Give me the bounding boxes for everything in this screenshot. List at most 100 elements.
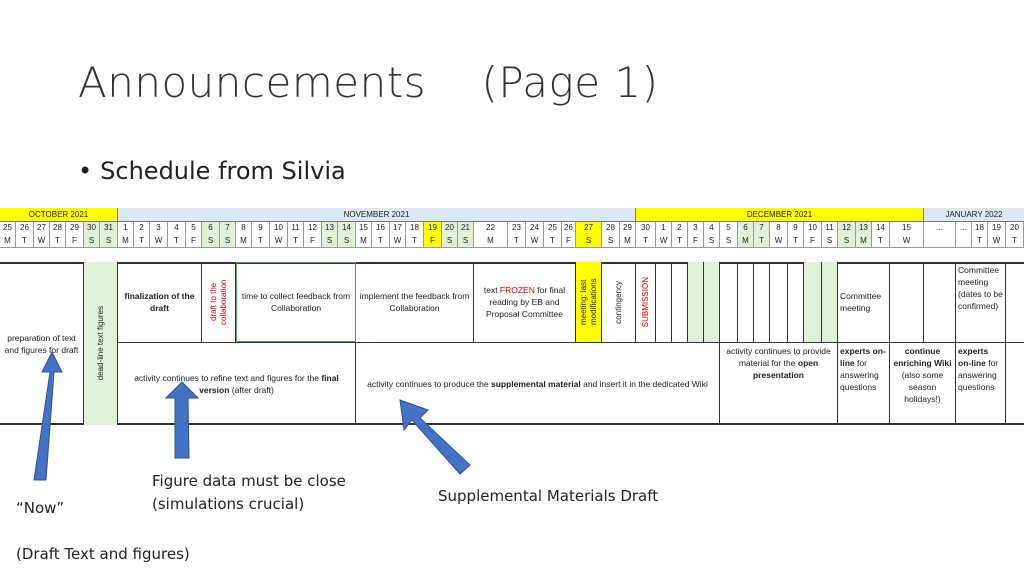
day-cell: W (270, 235, 288, 248)
task-submission: SUBMISSION (636, 262, 656, 342)
date-cell: 1 (656, 222, 672, 235)
dec-col (720, 262, 738, 342)
day-cell: M (856, 235, 872, 248)
date-cell: 29 (66, 222, 84, 235)
date-cell: 22 (474, 222, 508, 235)
date-cell: 14 (872, 222, 890, 235)
date-cell: 18 (972, 222, 988, 235)
date-cell: 7 (220, 222, 236, 235)
dec-col-weekend (822, 262, 838, 342)
day-cell: S (442, 235, 458, 248)
day-cell: F (424, 235, 442, 248)
date-cell: 2 (672, 222, 688, 235)
date-cell: 5 (720, 222, 738, 235)
task-open-presentation: activity continues to provide material f… (720, 343, 838, 425)
day-cell: S (84, 235, 100, 248)
task-deadline: dead-line text figures (84, 262, 118, 425)
dec-col-weekend (688, 262, 704, 342)
day-cell: S (338, 235, 356, 248)
date-cell: 15 (356, 222, 372, 235)
date-cell: 12 (304, 222, 322, 235)
day-cell: W (656, 235, 672, 248)
day-cell: F (66, 235, 84, 248)
dec-col (770, 262, 788, 342)
day-cell: F (804, 235, 822, 248)
date-cell: 6 (738, 222, 754, 235)
date-cell: 31 (100, 222, 118, 235)
day-cell (956, 235, 972, 248)
day-cell: W (770, 235, 788, 248)
day-cell: M (0, 235, 16, 248)
date-cell: 27 (34, 222, 50, 235)
date-cell: 30 (84, 222, 100, 235)
dec-col-weekend (804, 262, 822, 342)
day-cell: W (988, 235, 1006, 248)
task-experts2: experts on-line for answering questions (956, 343, 1006, 425)
task-meeting-last: meeting: last modifications (576, 262, 602, 342)
schedule-table: OCTOBER 2021 NOVEMBER 2021 DECEMBER 2021… (0, 208, 1024, 426)
task-enrich-wiki: continue enriching Wiki (also some seaso… (890, 343, 956, 425)
holiday-col (924, 262, 956, 342)
date-cell: 16 (372, 222, 390, 235)
date-cell: 14 (338, 222, 356, 235)
date-cell: 19 (424, 222, 442, 235)
day-cell: T (544, 235, 562, 248)
day-cell: W (390, 235, 406, 248)
date-cell: 28 (602, 222, 620, 235)
page-title: Announcements (Page 1) (78, 58, 659, 107)
task-frozen: text FROZEN for final reading by EB and … (474, 262, 576, 342)
task-prep-draft: preparation of text and figures for draf… (0, 262, 84, 425)
day-cell: T (134, 235, 150, 248)
bullet-text: Schedule from Silvia (100, 157, 346, 185)
date-cell: 29 (620, 222, 636, 235)
day-cell: M (738, 235, 754, 248)
day-cell: T (406, 235, 424, 248)
day-cell: S (458, 235, 474, 248)
arrow-figure-data (164, 381, 200, 459)
day-cell: W (150, 235, 168, 248)
date-cell: 8 (236, 222, 252, 235)
day-cell: M (620, 235, 636, 248)
date-cell: 9 (788, 222, 804, 235)
day-cell: T (672, 235, 688, 248)
date-cell: … (956, 222, 972, 235)
date-cell: 11 (822, 222, 838, 235)
day-cell: T (50, 235, 66, 248)
month-october: OCTOBER 2021 (0, 208, 118, 222)
day-cell: W (890, 235, 924, 248)
day-cell: M (236, 235, 252, 248)
day-cell: M (474, 235, 508, 248)
holiday-col (890, 262, 924, 342)
day-cell: M (118, 235, 134, 248)
day-cell: S (602, 235, 620, 248)
date-cell: 9 (252, 222, 270, 235)
date-cell: 27 (576, 222, 602, 235)
bullet-dot: • (78, 157, 93, 185)
day-cell: W (34, 235, 50, 248)
dec-col (738, 262, 754, 342)
day-cell: F (186, 235, 202, 248)
day-cell: T (16, 235, 34, 248)
day-cell: S (220, 235, 236, 248)
dec-col (672, 262, 688, 342)
day-cell: T (508, 235, 526, 248)
task-experts1: experts on-line for answering questions (838, 343, 890, 425)
date-cell: 21 (458, 222, 474, 235)
day-cell: S (704, 235, 720, 248)
date-cell: 2 (134, 222, 150, 235)
date-cell: 26 (562, 222, 576, 235)
date-cell: 5 (186, 222, 202, 235)
annotation-supplemental: Supplemental Materials Draft (438, 487, 659, 505)
date-cell: 20 (442, 222, 458, 235)
day-cell: S (822, 235, 838, 248)
day-cell: T (972, 235, 988, 248)
dec-col (788, 262, 804, 342)
dec-col (656, 262, 672, 342)
day-cell: S (720, 235, 738, 248)
bullet-item: •Schedule from Silvia (78, 157, 346, 185)
dec-col-weekend (704, 262, 720, 342)
day-cell: T (788, 235, 804, 248)
arrow-supplemental (399, 399, 471, 475)
day-cell: M (356, 235, 372, 248)
date-cell: 28 (50, 222, 66, 235)
